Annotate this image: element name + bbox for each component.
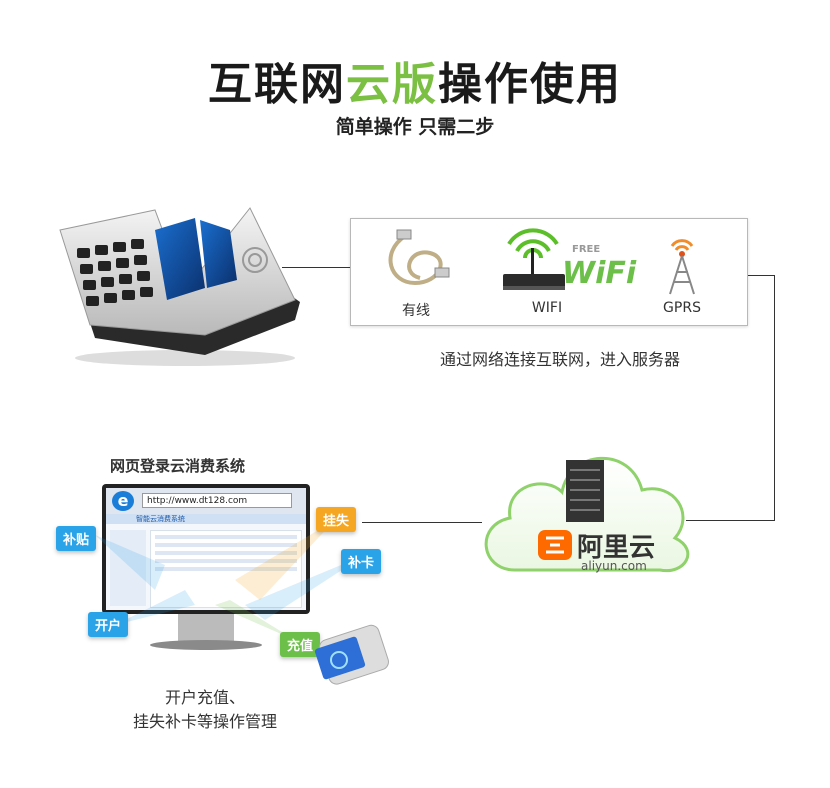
cable-icon [388, 229, 450, 286]
wifi-free-badge: FREE [572, 244, 601, 255]
cloud-domain: aliyun.com [581, 559, 647, 573]
app-title: 智能云消费系统 [106, 514, 306, 524]
title-part1: 互联网 [208, 59, 346, 110]
connector-network-right [746, 275, 774, 276]
subtitle: 简单操作 只需二步 [335, 116, 495, 138]
gprs-tower-icon [669, 239, 695, 295]
wired-label: 有线 [402, 303, 430, 319]
wifi-router-icon [503, 228, 565, 290]
tag-subsidy: 补贴 [56, 526, 97, 551]
monitor-base [150, 640, 262, 650]
web-caption-line1: 开户充值、 [164, 688, 245, 707]
title-part3: 操作使用 [438, 59, 622, 110]
connector-vertical [774, 275, 775, 520]
connector-to-cloud [686, 520, 775, 521]
web-caption-line2: 挂失补卡等操作管理 [132, 712, 277, 731]
tag-lost: 挂失 [316, 507, 357, 532]
light-beams [95, 520, 365, 640]
web-heading: 网页登录云消费系统 [110, 457, 246, 475]
cloud-icon [484, 456, 690, 573]
gprs-label: GPRS [663, 300, 701, 316]
tag-reissue: 补卡 [341, 549, 382, 574]
ie-browser-icon: e [112, 491, 134, 511]
title-highlight: 云版 [346, 59, 438, 110]
tag-open: 开户 [88, 612, 129, 637]
app-content [150, 530, 302, 608]
terminal-device-icon [59, 207, 300, 366]
monitor-neck [178, 614, 234, 642]
cloud-brand: 阿里云 [577, 533, 656, 563]
connector-cloud-web [362, 522, 482, 523]
network-caption: 通过网络连接互联网，进入服务器 [439, 350, 680, 369]
monitor-screen: e http://www.dt128.com 智能云消费系统 [106, 488, 306, 610]
url-bar[interactable]: http://www.dt128.com [142, 493, 292, 508]
wifi-label: WIFI [531, 300, 563, 316]
card-reader-icon [314, 624, 389, 685]
page-title: 互联网云版操作使用 [0, 48, 830, 112]
app-sidebar [110, 530, 146, 606]
tag-recharge: 充值 [280, 632, 321, 657]
connector-terminal-network [282, 267, 350, 268]
wifi-badge: WiFi [562, 256, 637, 291]
